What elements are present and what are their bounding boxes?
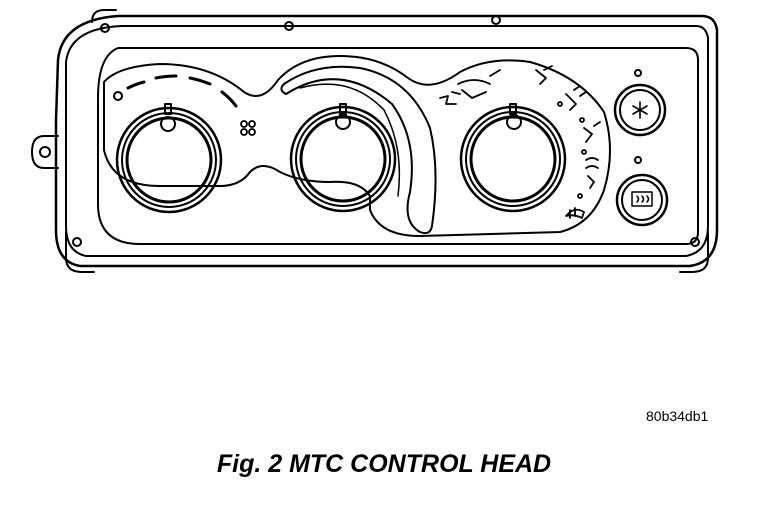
floor-defrost-mode-icon xyxy=(583,121,601,143)
bottom-right-mounting-hole xyxy=(690,237,700,247)
top-center-left-mounting-hole xyxy=(284,21,294,31)
panel-mode-icon xyxy=(439,91,461,105)
temperature-slot xyxy=(280,65,437,235)
top-left-mounting-hole xyxy=(100,23,110,33)
face-plate xyxy=(97,47,699,245)
snowflake-icon xyxy=(632,101,648,119)
fan-icon xyxy=(240,120,256,136)
figure-caption: Fig. 2 MTC CONTROL HEAD xyxy=(216,450,552,478)
blower-speed-knob[interactable] xyxy=(115,103,223,214)
control-head-housing xyxy=(31,9,719,273)
rear-defrost-icon xyxy=(631,191,653,207)
airflow-mode-icons xyxy=(439,65,601,219)
mode-knob[interactable] xyxy=(459,103,567,213)
ac-indicator-light xyxy=(634,69,642,77)
temperature-knob[interactable] xyxy=(289,103,397,213)
floor-mode-icon xyxy=(535,65,553,85)
off-indicator-dot xyxy=(113,91,123,101)
windshield-defrost-icon xyxy=(565,207,585,219)
mix-mode-icon xyxy=(565,85,587,111)
top-center-right-mounting-hole xyxy=(491,15,501,25)
rear-defrost-indicator-light xyxy=(634,156,642,164)
knob-bezel-contour xyxy=(103,55,611,237)
air-conditioning-button[interactable] xyxy=(613,83,667,137)
figure-reference-code: 80b34db1 xyxy=(646,408,709,424)
left-mounting-tab xyxy=(31,135,59,169)
defrost-mode-icon xyxy=(585,157,599,189)
bi-level-mode-icon xyxy=(457,69,501,99)
blower-speed-dashes xyxy=(126,74,238,108)
bottom-left-mounting-hole xyxy=(72,237,82,247)
blower-knob-pointer-dot xyxy=(160,116,176,132)
rear-defrost-button[interactable] xyxy=(615,173,669,227)
